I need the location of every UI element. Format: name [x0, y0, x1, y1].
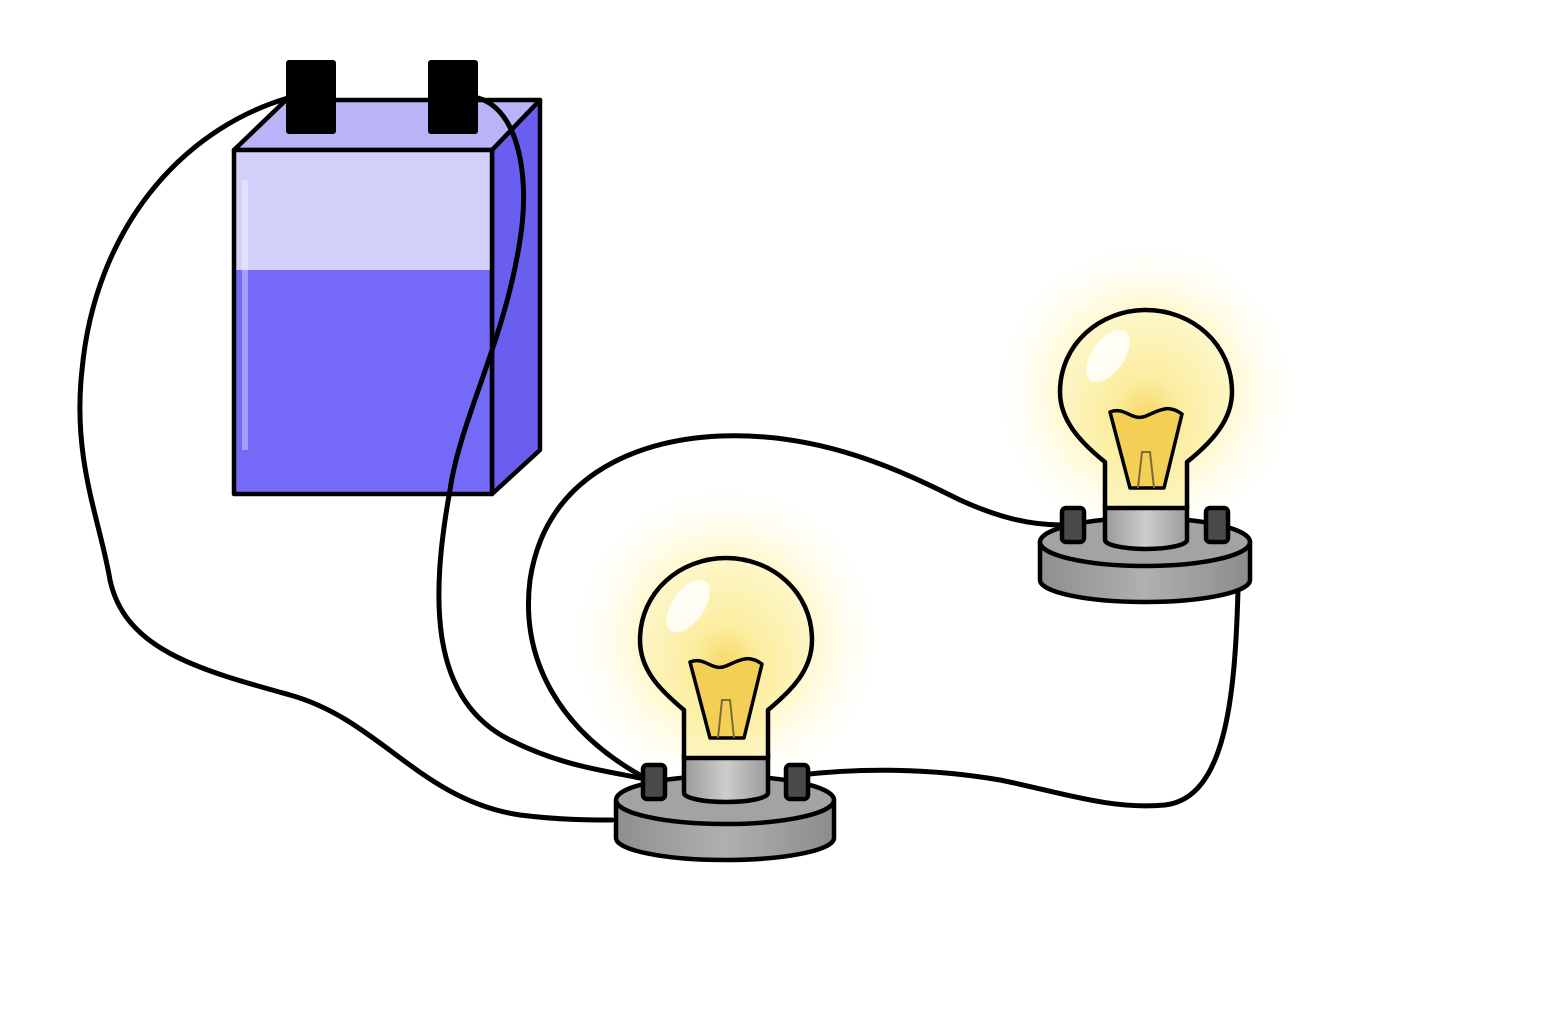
bulb2-filament: [1108, 406, 1184, 490]
wire-battery-to-bulb1-left: [77, 95, 615, 823]
bulb1-post-left: [640, 762, 668, 802]
wire-battery-to-bulb1-right: [436, 95, 643, 781]
bulb2-post-left: [1059, 505, 1087, 545]
battery-front-highlight: [234, 150, 492, 270]
battery-side-face: [489, 97, 543, 497]
wire-bulb1-to-bulb2-upper: [526, 433, 1065, 778]
bulb2-post-right: [1203, 505, 1231, 545]
bulb1-filament: [688, 656, 764, 740]
bulb2-highlight: [1086, 329, 1130, 383]
battery-terminal-negative: [286, 60, 336, 134]
light-bulb-icon-2: [986, 232, 1306, 605]
battery-front-outline: [231, 147, 495, 497]
light-bulb-icon-1: [561, 475, 891, 863]
battery-icon: [231, 60, 543, 497]
bulb1-highlight: [666, 579, 710, 633]
battery-terminal-positive: [428, 60, 478, 134]
battery-shine: [242, 180, 248, 450]
bulb1-post-right: [783, 762, 811, 802]
bulb2-socket: [1037, 502, 1253, 605]
bulb1-socket: [613, 752, 837, 863]
